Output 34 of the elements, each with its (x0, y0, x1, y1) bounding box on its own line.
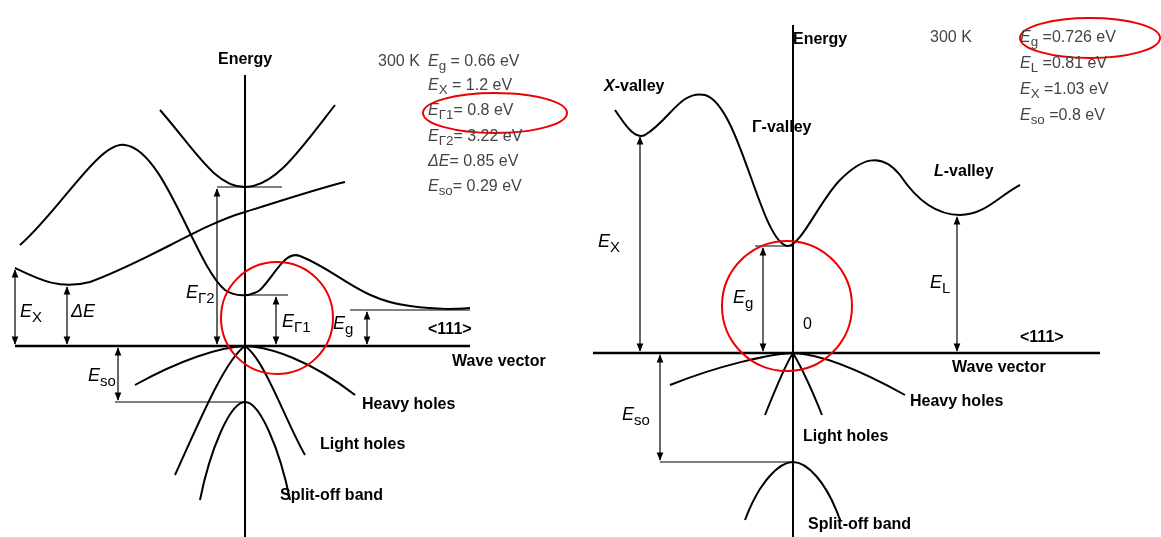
band-label: Light holes (320, 435, 406, 453)
band-label: Split-off band (808, 515, 912, 533)
parameter-value: E$_{X}$ =1.03 eV (1020, 80, 1109, 104)
energy-symbol: E$_{so}$ (622, 405, 650, 429)
temperature-label: 300 K (378, 52, 420, 70)
parameter-value: E$_{X}$ = 1.2 eV (428, 76, 513, 100)
energy-symbol: E$_{X}$ (20, 302, 43, 326)
parameter-value: ΔE= 0.85 eV (428, 152, 519, 170)
temperature-label: 300 K (930, 28, 972, 46)
energy-symbol: E$_{X}$ (598, 232, 621, 256)
valley-label: L-valley (934, 162, 994, 180)
axis-title: Energy (793, 30, 848, 48)
parameter-value: E$_{g}$ = 0.66 eV (428, 52, 520, 76)
energy-symbol: E$_{g}$ (333, 314, 354, 338)
band-label: Light holes (803, 427, 889, 445)
parameter-value: E$_{so}$= 0.29 eV (428, 177, 522, 201)
energy-symbol: ΔE (71, 302, 96, 320)
parameter-value: E$_{L}$ =0.81 eV (1020, 54, 1108, 78)
direction-label: <111> (1020, 328, 1064, 346)
energy-symbol: E$_{L}$ (930, 273, 951, 297)
origin-label: 0 (803, 315, 812, 333)
energy-symbol: E$_{Γ2}$ (186, 283, 215, 307)
energy-symbol: E$_{so}$ (88, 366, 116, 390)
axis-title: Energy (218, 50, 273, 68)
direction-label: <111> (428, 320, 472, 338)
valley-label: X-valley (604, 77, 665, 95)
band-label: Heavy holes (362, 395, 456, 413)
axis-title: Wave vector (952, 358, 1046, 376)
parameter-value: E$_{so}$ =0.8 eV (1020, 106, 1105, 130)
energy-symbol: E$_{g}$ (733, 288, 754, 312)
band-label: Heavy holes (910, 392, 1004, 410)
parameter-value: E$_{Γ1}$= 0.8 eV (428, 101, 514, 125)
axis-title: Wave vector (452, 352, 546, 370)
energy-symbol: E$_{Γ1}$ (282, 312, 311, 336)
